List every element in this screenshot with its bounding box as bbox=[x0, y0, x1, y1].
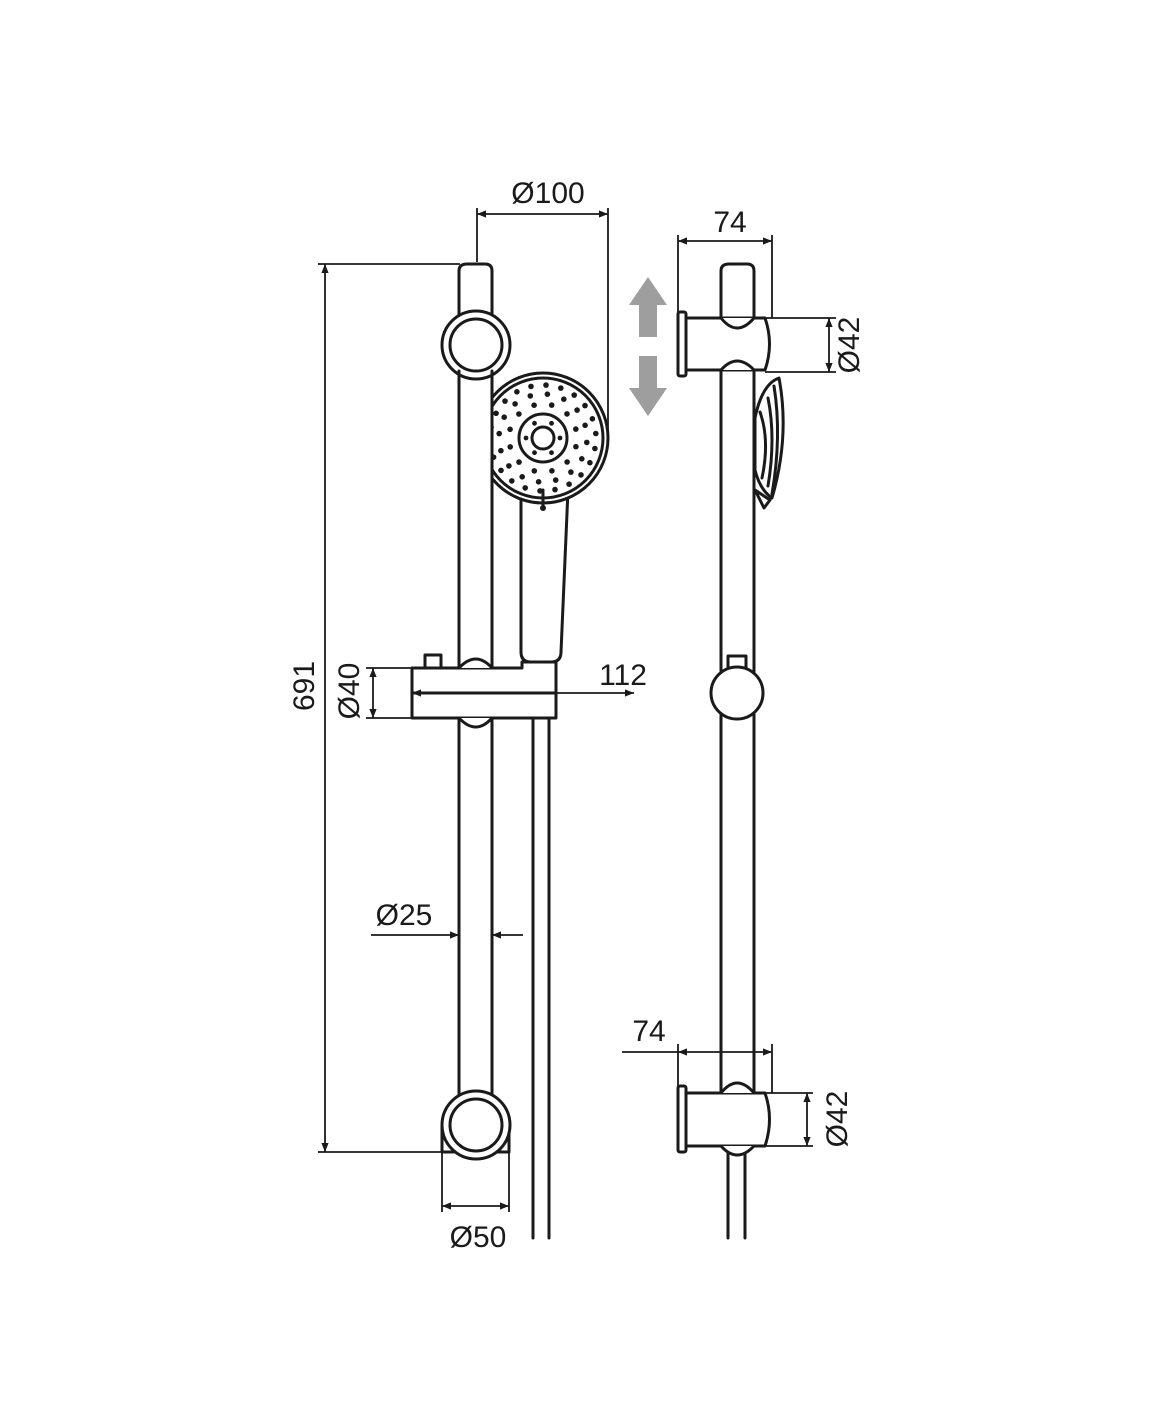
nozzle bbox=[544, 391, 551, 398]
nozzle bbox=[582, 402, 588, 409]
holder-diameter-label: Ø40 bbox=[333, 663, 366, 720]
nozzle bbox=[507, 426, 513, 433]
nozzle bbox=[573, 443, 579, 450]
nozzle bbox=[512, 401, 518, 407]
dimension-side-depth-bottom: 74 bbox=[622, 1015, 773, 1093]
side-bottom-bracket bbox=[676, 1081, 771, 1157]
front-view: Ø100 691 Ø40 112 Ø25 bbox=[288, 177, 667, 1254]
nozzle bbox=[578, 472, 584, 478]
nozzle bbox=[506, 463, 512, 469]
nozzle bbox=[531, 402, 537, 409]
nozzle bbox=[584, 439, 590, 446]
nozzle bbox=[527, 393, 534, 399]
side-top-bracket bbox=[676, 310, 771, 378]
nozzle bbox=[535, 479, 542, 485]
nozzle bbox=[574, 407, 580, 413]
dimension-head-diameter: Ø100 bbox=[476, 177, 609, 430]
nozzle bbox=[548, 402, 555, 408]
nozzle bbox=[579, 456, 585, 462]
nozzle bbox=[573, 426, 579, 432]
nozzle bbox=[589, 416, 596, 422]
nozzle bbox=[537, 488, 543, 494]
nozzle bbox=[502, 398, 508, 404]
bottom-wall-bracket bbox=[440, 1089, 512, 1161]
nozzle bbox=[549, 420, 554, 426]
nozzle bbox=[519, 474, 525, 480]
nozzle bbox=[501, 414, 508, 421]
bracket-diameter-top-label: Ø42 bbox=[833, 317, 866, 374]
base-diameter-label: Ø50 bbox=[450, 1221, 507, 1254]
nozzle bbox=[514, 389, 520, 395]
side-holder-knob bbox=[709, 654, 765, 721]
dimension-overall-height: 691 bbox=[288, 263, 460, 1153]
shower-hose bbox=[531, 716, 551, 1240]
head-diameter-label: Ø100 bbox=[511, 177, 584, 210]
side-depth-top-label: 74 bbox=[713, 206, 746, 239]
nozzle bbox=[532, 450, 537, 456]
bracket-diameter-bottom-label: Ø42 bbox=[821, 1091, 854, 1148]
nozzle bbox=[516, 459, 522, 465]
nozzle bbox=[507, 444, 513, 450]
nozzle bbox=[592, 445, 598, 452]
nozzle bbox=[564, 411, 570, 417]
nozzle bbox=[558, 385, 564, 391]
handset-holder bbox=[410, 653, 558, 729]
nozzle bbox=[498, 467, 504, 474]
nozzle bbox=[582, 422, 588, 429]
nozzle bbox=[549, 468, 555, 474]
nozzle bbox=[523, 435, 529, 441]
nozzle bbox=[543, 382, 549, 388]
nozzle bbox=[509, 478, 515, 484]
nozzle bbox=[561, 396, 567, 403]
nozzle bbox=[566, 481, 572, 488]
nozzle bbox=[593, 430, 599, 437]
nozzle bbox=[557, 435, 563, 441]
side-view: 74 Ø42 74 Ø42 bbox=[622, 206, 866, 1240]
holder-projection-label: 112 bbox=[599, 659, 647, 692]
nozzle bbox=[564, 459, 570, 465]
top-wall-bracket bbox=[440, 309, 512, 402]
nozzle bbox=[528, 383, 534, 390]
nozzle bbox=[549, 450, 554, 456]
side-hose bbox=[726, 1150, 747, 1240]
nozzle bbox=[498, 447, 504, 454]
dimension-rail-diameter: Ø25 bbox=[371, 899, 523, 939]
overall-height-label: 691 bbox=[288, 661, 321, 711]
nozzle bbox=[516, 411, 522, 417]
nozzle bbox=[587, 459, 593, 466]
hand-shower bbox=[476, 371, 610, 664]
dimension-holder-projection: 112 bbox=[412, 659, 647, 697]
dimension-bracket-diameter-top: Ø42 bbox=[765, 317, 866, 374]
nozzle bbox=[522, 485, 528, 491]
nozzle bbox=[568, 469, 574, 475]
nozzle bbox=[496, 430, 503, 437]
side-depth-bottom-label: 74 bbox=[632, 1015, 665, 1048]
dimension-base-diameter: Ø50 bbox=[441, 1152, 510, 1254]
nozzle bbox=[532, 420, 537, 426]
nozzle bbox=[552, 477, 559, 483]
up-down-arrow-icon bbox=[629, 277, 667, 416]
nozzle bbox=[493, 410, 499, 417]
dimension-bracket-diameter-bottom: Ø42 bbox=[765, 1091, 854, 1148]
side-hand-shower bbox=[753, 376, 785, 510]
nozzle bbox=[552, 486, 558, 493]
dimension-side-depth-top: 74 bbox=[677, 206, 773, 318]
rail-diameter-label: Ø25 bbox=[376, 899, 433, 932]
nozzle bbox=[571, 392, 577, 398]
dimension-holder-diameter: Ø40 bbox=[333, 663, 412, 720]
nozzle bbox=[531, 468, 538, 474]
